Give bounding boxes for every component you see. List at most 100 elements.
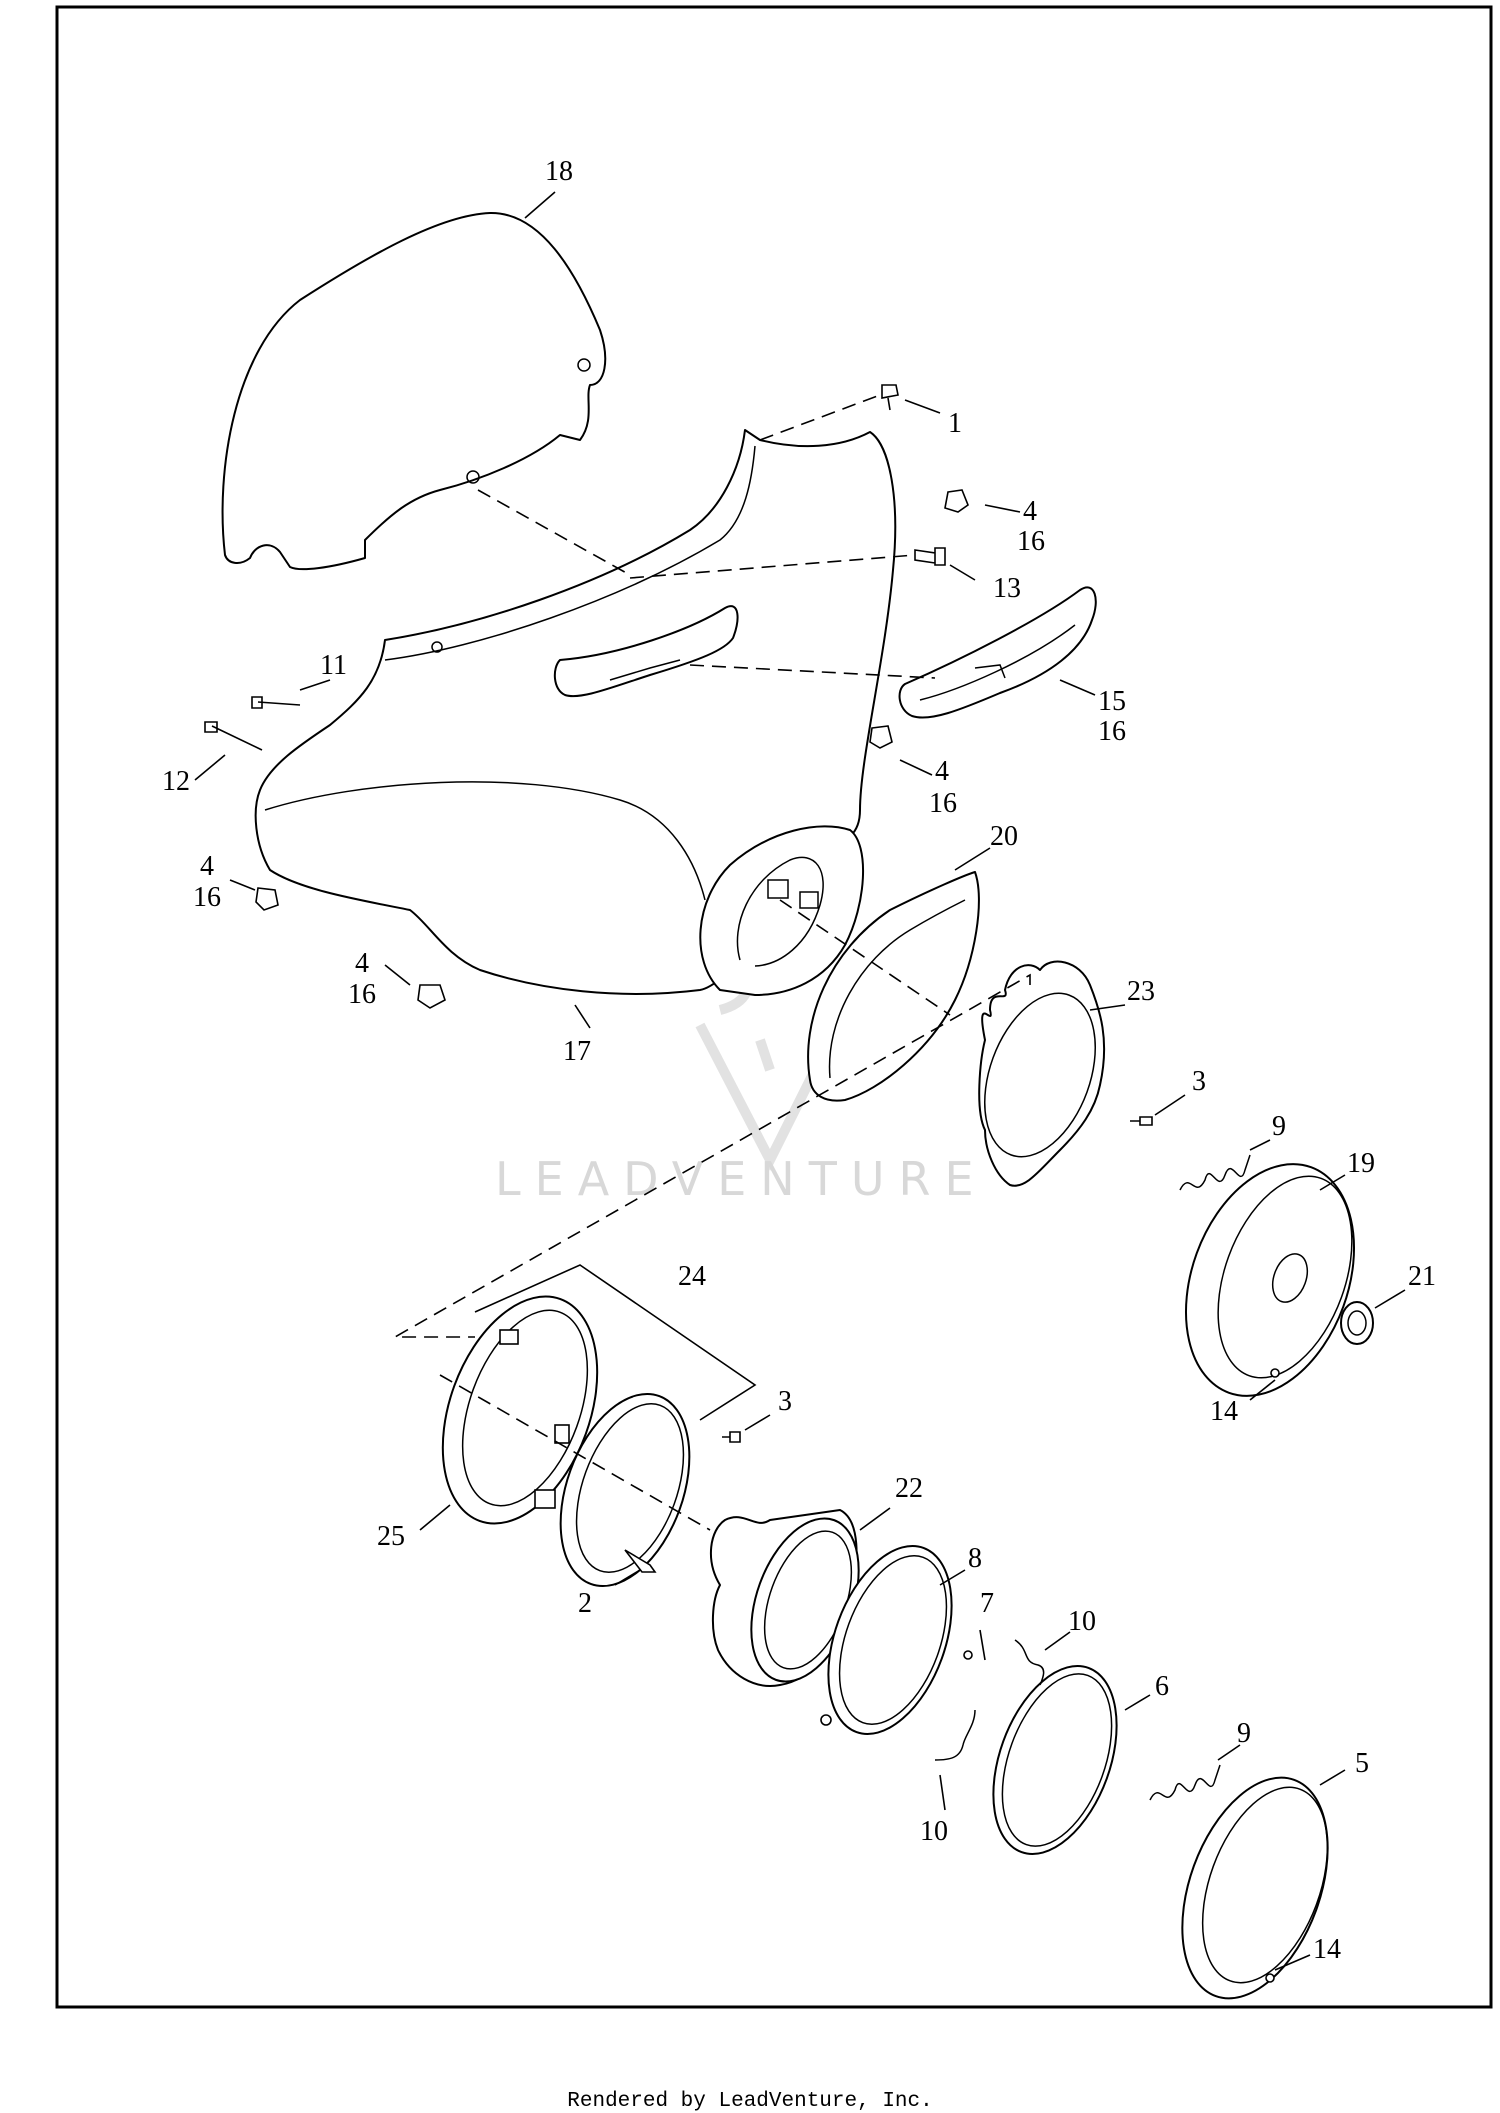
clip-4-right [869,725,893,749]
screw-1 [881,384,899,411]
vent-trim-louver [974,664,1006,679]
bracket-opening [983,992,1097,1158]
headlamp-bucket-inner [736,856,824,967]
screw-11 [251,696,301,709]
trim-inner-lip [1217,1175,1353,1379]
hardware [204,384,1280,1983]
windshield [221,211,607,571]
callout-16: 16 [1017,526,1045,557]
callout-8: 8 [968,1543,982,1574]
callout-labels: 18 1 4 16 13 15 16 11 12 4 16 20 4 16 4 … [162,156,1436,1965]
screw-14-lower [1265,1973,1275,1983]
outer-trim-ring [1181,1776,1329,2000]
callout-16: 16 [348,979,376,1010]
ring-tab [554,1424,570,1444]
assembly-lines [391,394,1031,1531]
callout-9: 9 [1272,1111,1286,1142]
callout-22: 22 [895,1473,923,1504]
gasket-inner [1001,1673,1113,1847]
retaining-ring-inner [838,1555,948,1725]
ring-inner-edge [461,1309,589,1507]
outer-trim-ring-inner [1201,1786,1329,1984]
medallion [1340,1301,1374,1345]
fairing-windshield-hole [431,641,443,653]
callout-4: 4 [1023,496,1037,527]
fairing-headlamp-opening [699,825,865,996]
medallion-inner [1347,1310,1367,1336]
callout-25: 25 [377,1521,405,1552]
callout-18: 18 [545,156,573,187]
callout-5: 5 [1355,1748,1369,1779]
callout-2: 2 [578,1588,592,1619]
callout-12: 12 [162,766,190,797]
headlamp-bucket-trim [807,871,980,1102]
screw-12 [204,721,263,751]
screw-3-upper [1130,1116,1153,1126]
fairing-body-line [264,781,706,901]
screw-3-lower [722,1431,741,1443]
spring-9-upper [1179,1154,1251,1191]
clip-4-bottom-left [417,984,446,1009]
callout-3: 3 [778,1386,792,1417]
outer-headlamp-trim [1184,1163,1356,1397]
callout-20: 20 [990,821,1018,852]
retaining-ring-screw-lug [820,1714,832,1726]
bracket-tab [799,891,819,909]
callout-24-bracket [474,1264,757,1421]
spring [534,1489,556,1509]
callout-15: 15 [1098,686,1126,717]
screw-2 [624,1549,657,1573]
callout-10: 10 [920,1816,948,1847]
leader-lines [194,191,1406,1971]
callout-4: 4 [935,756,949,787]
callout-4: 4 [200,851,214,882]
callout-3: 3 [1192,1066,1206,1097]
gasket [992,1665,1118,1855]
vent-louver [609,659,681,681]
callout-10: 10 [1068,1606,1096,1637]
windshield-mount-hole [577,358,591,372]
spring-9-lower [1149,1764,1221,1801]
callout-16: 16 [929,788,957,819]
callout-24: 24 [678,1261,706,1292]
render-credit: Rendered by LeadVenture, Inc. [567,2090,933,2113]
watermark-text: LEADVENTURE [495,1152,988,1206]
windshield-mount-hole [466,470,480,484]
bucket-trim-inner [828,899,966,1079]
watermark: LEADVENTURE [495,935,988,1206]
well-nut-13 [914,547,946,566]
screw-14-upper [1270,1368,1280,1378]
callout-23: 23 [1127,976,1155,1007]
callout-14: 14 [1210,1396,1238,1427]
diagram-frame [55,5,1493,2009]
fairing-vent-opening [553,605,739,698]
callout-13: 13 [993,573,1021,604]
screw-7 [963,1650,973,1660]
trim-center-hole [1271,1253,1309,1303]
callout-17: 17 [563,1036,591,1067]
callout-19: 19 [1347,1148,1375,1179]
inner-vent-trim [898,586,1097,719]
headlamp-mount-bracket [978,960,1106,1187]
retaining-ring [827,1545,953,1735]
spring-10-left [934,1709,976,1761]
callout-16: 16 [1098,716,1126,747]
ring-tab [499,1329,519,1345]
callout-1: 1 [948,408,962,439]
callout-6: 6 [1155,1671,1169,1702]
callout-9: 9 [1237,1718,1251,1749]
vent-trim-inner-edge [919,624,1076,701]
callout-4: 4 [355,948,369,979]
callout-16: 16 [193,882,221,913]
callout-21: 21 [1408,1261,1436,1292]
spring-10-right [1014,1639,1045,1686]
callout-14: 14 [1313,1934,1341,1965]
callout-7: 7 [980,1588,994,1619]
clip-4-left [255,887,279,911]
clip-4-upper-right [944,489,969,513]
callout-11: 11 [320,650,347,681]
bracket-tab [767,879,789,899]
adjustment-ring-inner [575,1403,685,1573]
fairing-top-edge [384,445,756,661]
